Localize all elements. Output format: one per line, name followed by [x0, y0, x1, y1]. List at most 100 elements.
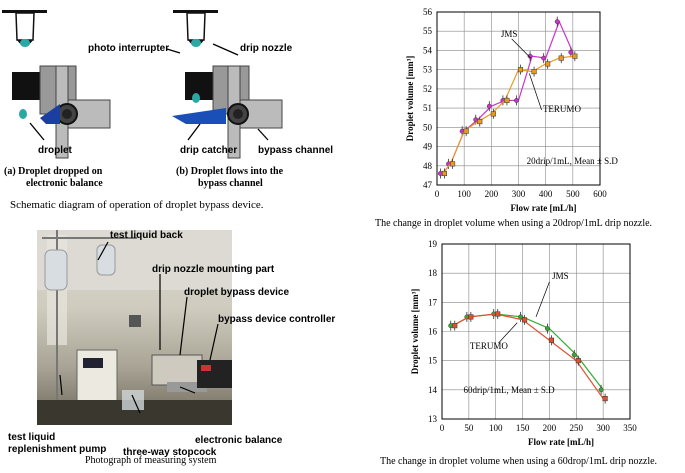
x-tick-label: 0 — [440, 423, 445, 433]
y-tick-label: 47 — [423, 180, 433, 190]
x-tick-label: 500 — [566, 189, 580, 199]
y-tick-label: 54 — [423, 45, 433, 55]
test-liquid-pump-label: test liquid replenishment pump — [8, 432, 106, 456]
chart-60drip-caption: The change in droplet volume when using … — [380, 456, 658, 467]
legend-leader — [498, 322, 518, 344]
plot-frame — [436, 11, 601, 186]
subfigure-b-line1: (b) Droplet flows into the — [176, 166, 284, 177]
droplet-bypass-device-label: droplet bypass device — [184, 287, 290, 298]
subfigure-b-caption: (b) Droplet flows into the bypass channe… — [176, 166, 283, 190]
photo-interrupter-a-icon — [12, 65, 111, 159]
drip-nozzle-a-icon — [2, 10, 47, 47]
data-point — [495, 311, 501, 317]
data-point — [531, 69, 537, 75]
drip-nozzle-b-icon — [173, 10, 218, 47]
plot-frame — [441, 243, 631, 420]
legend-leader — [535, 281, 550, 318]
x-axis-label: Flow rate [mL/h] — [528, 437, 594, 447]
drip-nozzle-mounting-part-label: drip nozzle mounting part — [152, 264, 275, 275]
y-tick-label: 13 — [428, 414, 438, 424]
x-tick-label: 150 — [516, 423, 530, 433]
measuring-system-photo — [37, 230, 232, 425]
data-point — [527, 53, 533, 59]
x-tick-label: 400 — [539, 189, 553, 199]
drip-nozzle-label: drip nozzle — [240, 43, 293, 54]
y-tick-label: 17 — [428, 297, 438, 307]
subfigure-a-caption: (a) Droplet dropped on electronic balanc… — [4, 166, 103, 190]
data-point — [477, 119, 483, 125]
data-point — [517, 67, 524, 73]
y-tick-label: 52 — [423, 84, 432, 94]
three-way-stopcock-label: three-way stopcock — [123, 447, 217, 458]
photo-panel: test liquid back drip nozzle mounting pa… — [0, 225, 345, 468]
y-axis-label: Droplet volume [mm³] — [405, 56, 415, 142]
data-point — [441, 170, 447, 177]
data-point — [575, 358, 581, 364]
test-liquid-label-line2: replenishment pump — [8, 444, 107, 455]
bypass-channel-label: bypass channel — [258, 145, 334, 156]
y-tick-label: 56 — [423, 7, 433, 17]
y-tick-label: 16 — [428, 327, 438, 337]
data-point — [545, 61, 551, 67]
droplet-pointer — [29, 122, 45, 141]
electronic-balance-label: electronic balance — [195, 435, 283, 446]
x-tick-label: 250 — [570, 423, 584, 433]
data-point — [504, 97, 510, 103]
data-point — [486, 103, 492, 109]
series-label-jms: JMS — [552, 271, 569, 281]
photo-illustration — [37, 230, 232, 425]
series-label-jms: JMS — [501, 29, 518, 39]
data-point — [554, 19, 560, 25]
y-tick-label: 19 — [428, 239, 438, 249]
x-axis-label: Flow rate [mL/h] — [511, 203, 577, 213]
y-tick-label: 14 — [428, 385, 438, 395]
chart-annotation: 60drip/1mL, Mean ± S.D — [463, 385, 555, 395]
photo-caption: Photograph of measuring system — [85, 455, 217, 466]
y-tick-label: 53 — [423, 65, 433, 75]
x-tick-label: 0 — [435, 189, 440, 199]
photo-interrupter-label: photo interrupter — [88, 43, 170, 54]
y-tick-label: 15 — [428, 356, 438, 366]
x-tick-label: 600 — [593, 189, 607, 199]
test-liquid-back-label: test liquid back — [110, 230, 183, 241]
bypass-device-controller-label: bypass device controller — [218, 314, 336, 325]
data-point — [541, 55, 547, 61]
series-label-terumo: TERUMO — [543, 104, 582, 114]
data-point — [514, 97, 519, 103]
subfigure-a-line2: electronic balance — [26, 178, 103, 189]
x-tick-label: 350 — [623, 423, 637, 433]
data-point — [568, 49, 574, 55]
x-tick-label: 300 — [596, 423, 610, 433]
y-axis-label: Droplet volume [mm³] — [410, 289, 420, 375]
schematic-caption: Schematic diagram of operation of drople… — [10, 199, 264, 211]
chart-20drip-caption: The change in droplet volume when using … — [375, 218, 653, 229]
x-tick-label: 200 — [543, 423, 557, 433]
legend-leader — [511, 38, 531, 59]
data-point — [544, 326, 550, 332]
data-point — [452, 323, 458, 329]
y-tick-label: 49 — [423, 142, 433, 152]
subfigure-a-line1: (a) Droplet dropped on — [4, 166, 103, 177]
y-tick-label: 48 — [423, 161, 433, 171]
legend-leader — [529, 73, 542, 111]
subfigure-b-line2: bypass channel — [198, 178, 263, 189]
drip-catcher-label: drip catcher — [180, 145, 238, 156]
data-point — [602, 396, 608, 402]
data-point — [468, 314, 474, 320]
y-tick-label: 50 — [423, 122, 433, 132]
x-tick-label: 200 — [485, 189, 499, 199]
x-tick-label: 300 — [512, 189, 526, 199]
x-tick-label: 100 — [457, 189, 471, 199]
chart-annotation: 20drip/1mL, Mean ± S.D — [527, 156, 619, 166]
bypass-device-b-icon — [172, 65, 283, 159]
data-point — [490, 111, 496, 117]
x-tick-label: 100 — [489, 423, 503, 433]
schematic-panel: photo interrupter drip nozzle droplet dr… — [0, 0, 340, 215]
x-tick-label: 50 — [464, 423, 474, 433]
data-point — [572, 53, 578, 59]
y-tick-label: 55 — [423, 26, 433, 36]
